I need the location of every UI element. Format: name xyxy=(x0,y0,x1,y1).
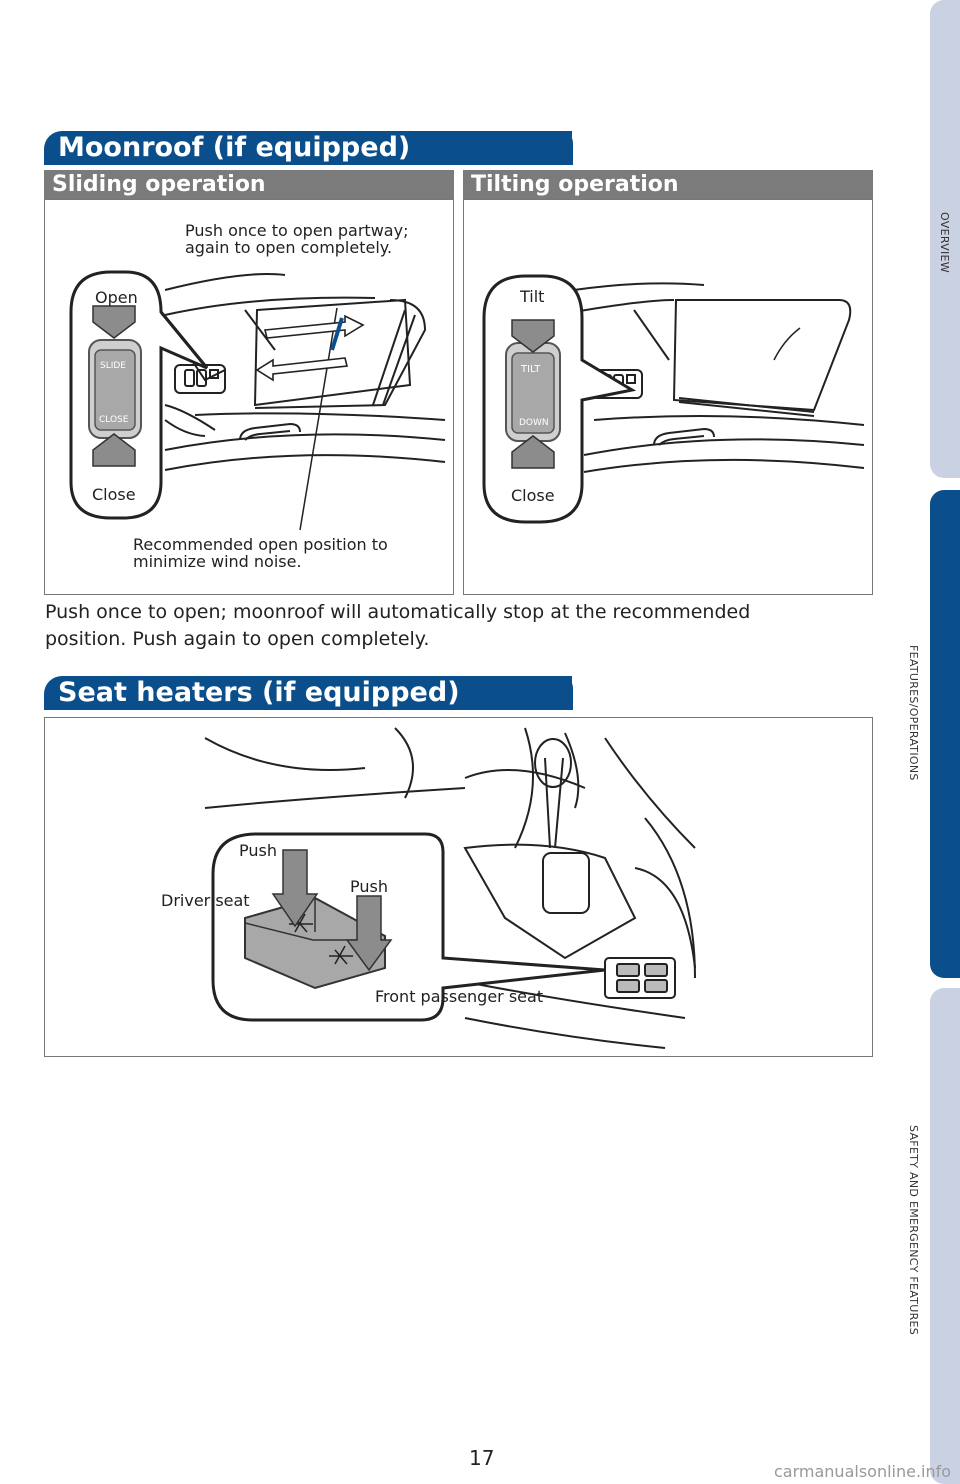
seat-push-right-label: Push xyxy=(350,877,388,896)
seat-heaters-illustration-panel: Push Push Driver seat Front passenger se… xyxy=(44,717,873,1057)
tilting-heading: Tilting operation xyxy=(463,170,873,200)
tilting-switch-top: TILT xyxy=(521,364,541,375)
sliding-illustration-panel: Push once to open partway; again to open… xyxy=(44,199,454,595)
sliding-callout-bottom-line1: Recommended open position to xyxy=(133,535,388,554)
sliding-callout-bottom-line2: minimize wind noise. xyxy=(133,552,302,571)
tilting-illustration xyxy=(482,274,865,524)
sliding-callout-top-line1: Push once to open partway; xyxy=(185,221,409,240)
moonroof-description-line2: position. Push again to open completely. xyxy=(45,628,430,650)
sliding-close-label: Close xyxy=(92,485,136,504)
side-tab-safety[interactable] xyxy=(930,988,960,1484)
side-tab-overview[interactable] xyxy=(930,0,960,478)
sliding-callout-top-line2: again to open completely. xyxy=(185,238,393,257)
side-tab-features-label: FEATURES/OPERATIONS xyxy=(907,645,920,781)
moonroof-title: Moonroof (if equipped) xyxy=(58,132,411,163)
seat-heaters-banner: Seat heaters (if equipped) xyxy=(44,676,573,710)
moonroof-description-line1: Push once to open; moonroof will automat… xyxy=(45,601,751,623)
watermark: carmanualsonline.info xyxy=(774,1462,952,1481)
sliding-switch-bottom: CLOSE xyxy=(99,415,129,425)
seat-heaters-illustration xyxy=(204,727,696,1049)
driver-seat-label: Driver seat xyxy=(161,891,250,910)
tilting-illustration-panel: Tilt TILT DOWN Close xyxy=(463,199,873,595)
sliding-heading: Sliding operation xyxy=(44,170,454,200)
sliding-illustration xyxy=(69,270,446,531)
side-tab-features[interactable] xyxy=(930,490,960,978)
sliding-open-label: Open xyxy=(95,288,138,307)
tilting-switch-bottom: DOWN xyxy=(519,418,549,428)
sliding-switch-top: SLIDE xyxy=(100,361,126,371)
tilting-tilt-label: Tilt xyxy=(520,287,545,306)
side-tab-overview-label: OVERVIEW xyxy=(938,212,951,273)
seat-heaters-title: Seat heaters (if equipped) xyxy=(58,677,460,708)
page-number: 17 xyxy=(469,1446,495,1470)
side-tab-safety-label: SAFETY AND EMERGENCY FEATURES xyxy=(907,1125,920,1336)
tilting-close-label: Close xyxy=(511,486,555,505)
passenger-seat-label: Front passenger seat xyxy=(375,987,544,1006)
seat-push-left-label: Push xyxy=(239,841,277,860)
moonroof-banner: Moonroof (if equipped) xyxy=(44,131,573,165)
